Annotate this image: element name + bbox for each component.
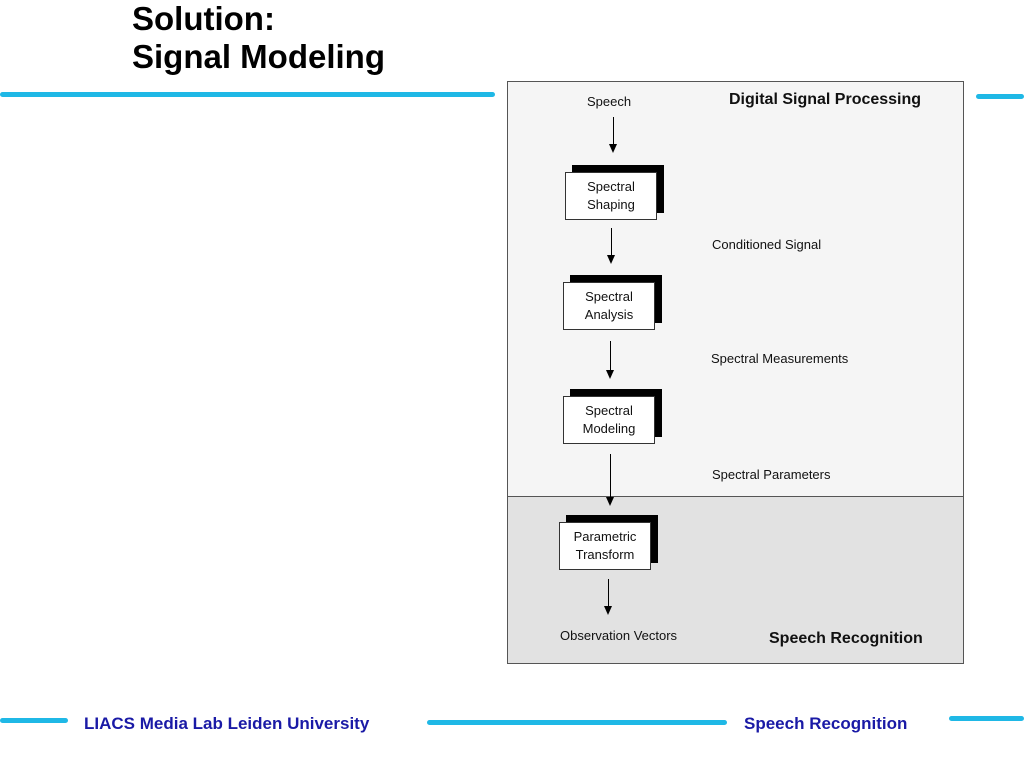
conditioned-signal-label: Conditioned Signal	[712, 237, 822, 252]
arrow-transform-to-output	[603, 579, 615, 615]
footer-course-title: Speech Recognition	[744, 714, 908, 733]
arrow-analysis-to-modeling	[605, 341, 617, 379]
spectral-modeling-line2: Modeling	[582, 421, 636, 436]
arrow-speech-to-shaping	[608, 117, 620, 153]
spectral-analysis-line2: Analysis	[584, 307, 634, 322]
dsp-region-label: Digital Signal Processing	[729, 91, 922, 108]
arrow-shaping-to-analysis	[606, 228, 618, 264]
recognition-region-label: Speech Recognition	[769, 630, 923, 647]
observation-vectors-label: Observation Vectors	[560, 628, 678, 643]
spectral-modeling-line1: Spectral	[585, 403, 633, 418]
spectral-parameters-label: Spectral Parameters	[712, 467, 831, 482]
title-line-1: Solution:	[132, 0, 275, 37]
header-bar-left	[0, 92, 495, 97]
signal-modeling-diagram: Digital Signal Processing Speech Recogni…	[507, 81, 964, 664]
footer-bar-left	[0, 718, 68, 723]
footer-bar-right	[949, 716, 1024, 721]
arrow-modeling-to-transform	[605, 454, 617, 506]
speech-input-label: Speech	[587, 94, 632, 109]
footer-bar-middle	[427, 720, 727, 725]
spectral-analysis-line1: Spectral	[585, 289, 633, 304]
parametric-transform-line1: Parametric	[573, 529, 637, 544]
parametric-transform-line2: Transform	[575, 547, 635, 562]
spectral-shaping-line1: Spectral	[587, 179, 635, 194]
title-line-2: Signal Modeling	[132, 38, 385, 75]
footer-institution: LIACS Media Lab Leiden University	[84, 714, 370, 733]
header-bar-right	[976, 94, 1024, 99]
spectral-shaping-line2: Shaping	[587, 197, 635, 212]
slide-title: Solution: Signal Modeling	[132, 0, 385, 76]
spectral-measurements-label: Spectral Measurements	[711, 351, 849, 366]
